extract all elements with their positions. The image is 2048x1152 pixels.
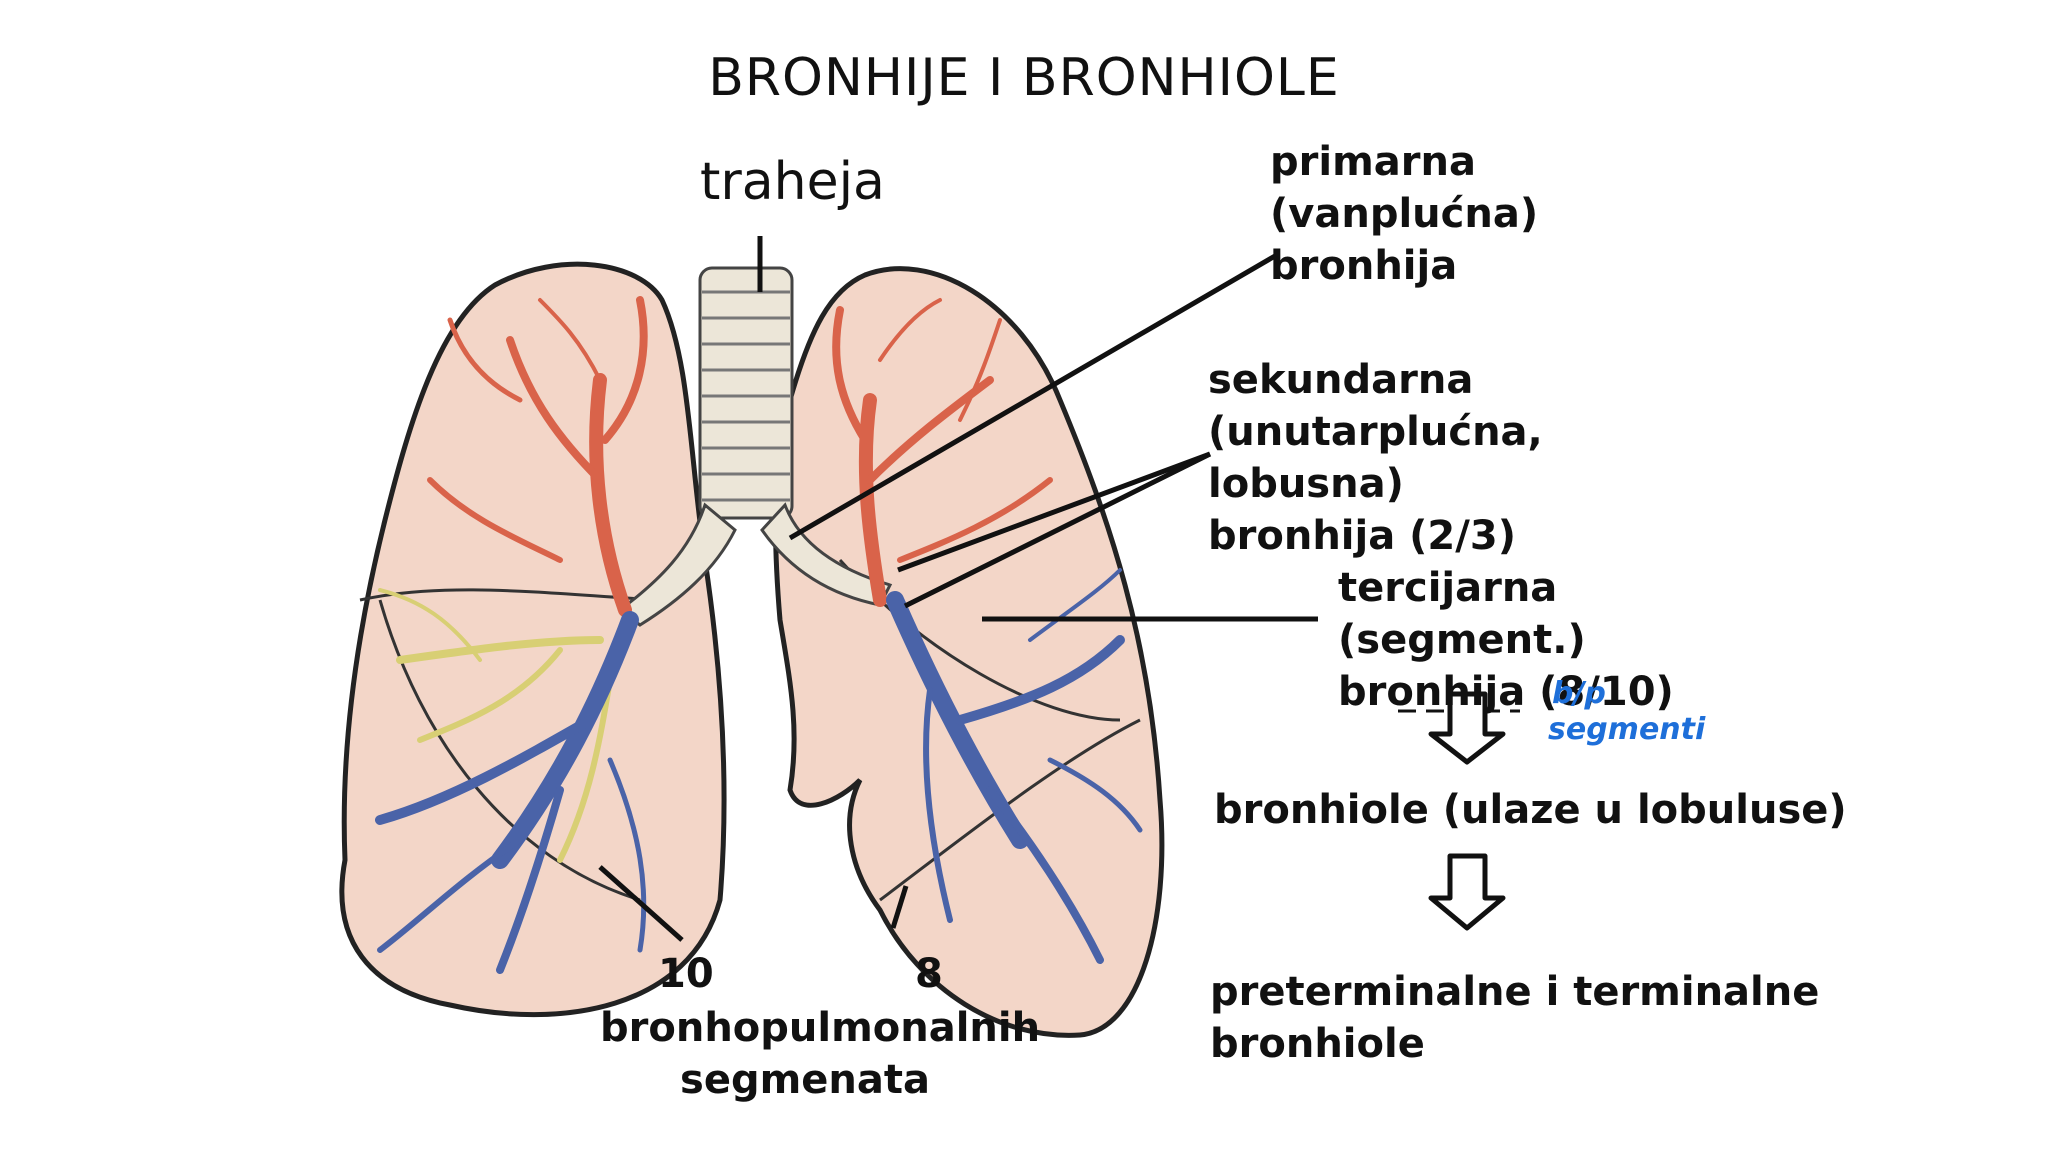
primary-line-1: primarna xyxy=(1270,139,1476,185)
arrow-down-icon xyxy=(1428,691,1506,765)
tertiary-bronchus-label: tercijarna (segment.) bronhija (8/10) xyxy=(1338,562,1674,718)
primary-line-3: bronhija xyxy=(1270,243,1458,289)
segments-caption: bronhopulmonalnih segmenata xyxy=(600,1002,1041,1106)
secondary-leader-2 xyxy=(903,451,1212,609)
slide-title: BRONHIJE I BRONHIOLE xyxy=(708,48,1340,108)
left-segment-count: 10 xyxy=(658,951,714,997)
left-count-leader xyxy=(598,865,684,942)
terminal-line-1: preterminalne i terminalne xyxy=(1210,969,1820,1015)
primary-line-2: (vanplućna) xyxy=(1270,191,1539,237)
right-count-leader xyxy=(890,885,909,929)
tertiary-line-1: tercijarna xyxy=(1338,565,1558,611)
secondary-leader-1 xyxy=(897,451,1211,573)
terminal-line-2: bronhiole xyxy=(1210,1021,1425,1067)
segments-note: b/p segmenti xyxy=(1548,676,1705,748)
upper-bronchial-tree xyxy=(427,296,1053,617)
tertiary-line-3: bronhija (8/10) xyxy=(1338,669,1674,715)
primary-bronchus-label: primarna (vanplućna) bronhija xyxy=(1270,136,1538,292)
note-line-2: segmenti xyxy=(1548,712,1706,747)
secondary-line-2: (unutarplućna, xyxy=(1208,409,1543,455)
terminal-bronchioles-label: preterminalne i terminalne bronhiole xyxy=(1210,966,1819,1070)
secondary-bronchus-label: sekundarna (unutarplućna, lobusna) bronh… xyxy=(1208,354,1543,562)
bronchioles-label: bronhiole (ulaze u lobuluse) xyxy=(1214,787,1847,833)
middle-bronchial-tree xyxy=(378,588,613,863)
secondary-line-3: lobusna) xyxy=(1208,461,1404,507)
lower-bronchial-tree xyxy=(375,568,1143,974)
trachea-label: traheja xyxy=(700,152,885,212)
primary-leader xyxy=(788,253,1277,541)
segments-line-2: segmenata xyxy=(680,1057,930,1103)
note-line-1: b/p xyxy=(1552,676,1606,711)
segments-line-1: bronhopulmonalnih xyxy=(600,1005,1041,1051)
tertiary-line-2: (segment.) xyxy=(1338,617,1586,663)
arrow-down-icon-2 xyxy=(1428,853,1506,931)
secondary-line-1: sekundarna xyxy=(1208,357,1474,403)
leader-lines xyxy=(598,236,1318,942)
right-segment-count: 8 xyxy=(915,951,943,997)
secondary-line-4: bronhija (2/3) xyxy=(1208,513,1516,559)
